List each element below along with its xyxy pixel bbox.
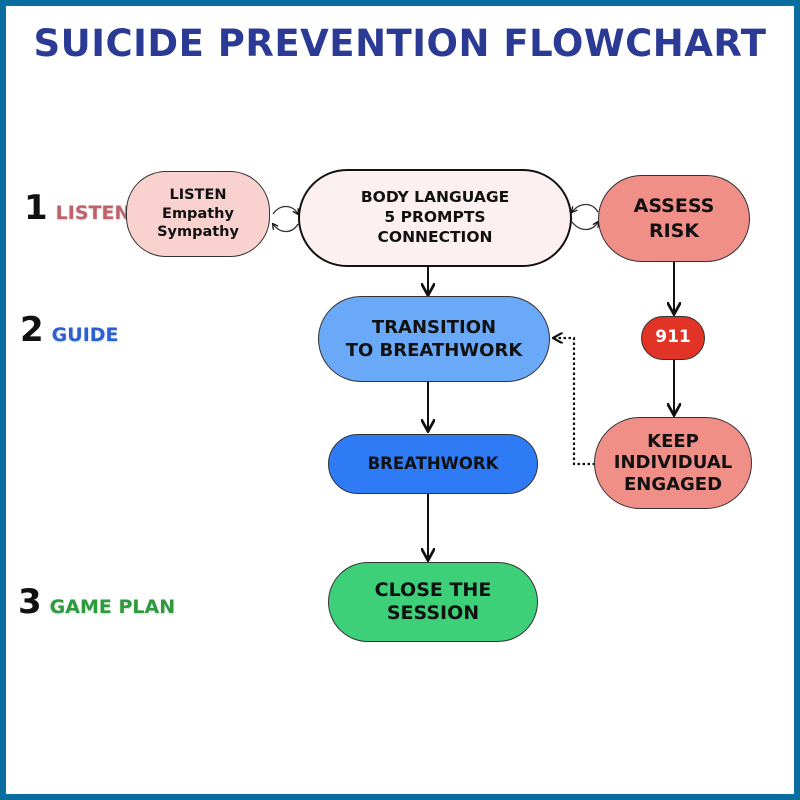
node-911: 911 (641, 316, 705, 360)
step-number: 1 (24, 188, 48, 228)
node-line: ENGAGED (623, 473, 723, 495)
step-number: 2 (20, 310, 44, 350)
edge-keep-engaged-to-transition (554, 338, 595, 466)
node-breathwork: BREATHWORK (328, 434, 538, 494)
step-number: 3 (18, 582, 42, 622)
node-listen: LISTEN Empathy Sympathy (126, 171, 270, 257)
node-transition-to-breathwork: TRANSITION TO BREATHWORK (318, 296, 550, 382)
node-close-the-session: CLOSE THE SESSION (328, 562, 538, 642)
edge-listen-to-body-language (272, 205, 298, 215)
node-line: ASSESS (633, 195, 715, 218)
page-title: SUICIDE PREVENTION FLOWCHART (33, 22, 767, 65)
node-line: INDIVIDUAL (613, 452, 733, 474)
node-line: BODY LANGUAGE (360, 188, 510, 207)
node-line: KEEP (647, 430, 699, 452)
step-1-listen: 1 LISTEN (24, 188, 130, 228)
node-line: RISK (648, 219, 700, 242)
node-assess-risk: ASSESS RISK (598, 175, 750, 262)
step-3-game-plan: 3 GAME PLAN (18, 582, 175, 622)
step-label: GUIDE (51, 324, 119, 346)
step-2-guide: 2 GUIDE (20, 310, 119, 350)
node-line: LISTEN (169, 187, 227, 204)
edge-body-language-to-assess-risk (571, 222, 598, 231)
node-line: 5 PROMPTS (384, 208, 486, 227)
node-line: TO BREATHWORK (345, 340, 523, 361)
node-body-language: BODY LANGUAGE 5 PROMPTS CONNECTION (298, 169, 572, 267)
node-line: SESSION (386, 602, 480, 624)
node-line: CONNECTION (377, 227, 493, 246)
node-line: TRANSITION (371, 316, 497, 338)
node-keep-engaged: KEEP INDIVIDUAL ENGAGED (594, 417, 752, 509)
edge-assess-risk-to-body-language (572, 203, 599, 213)
node-line: BREATHWORK (367, 454, 499, 474)
node-line: CLOSE THE (374, 578, 492, 601)
node-line: 911 (655, 327, 691, 348)
step-label: LISTEN (55, 202, 131, 224)
node-line: Empathy (162, 205, 234, 222)
step-label: GAME PLAN (49, 596, 176, 618)
node-line: Sympathy (157, 224, 239, 241)
edge-body-language-to-listen (273, 224, 299, 233)
